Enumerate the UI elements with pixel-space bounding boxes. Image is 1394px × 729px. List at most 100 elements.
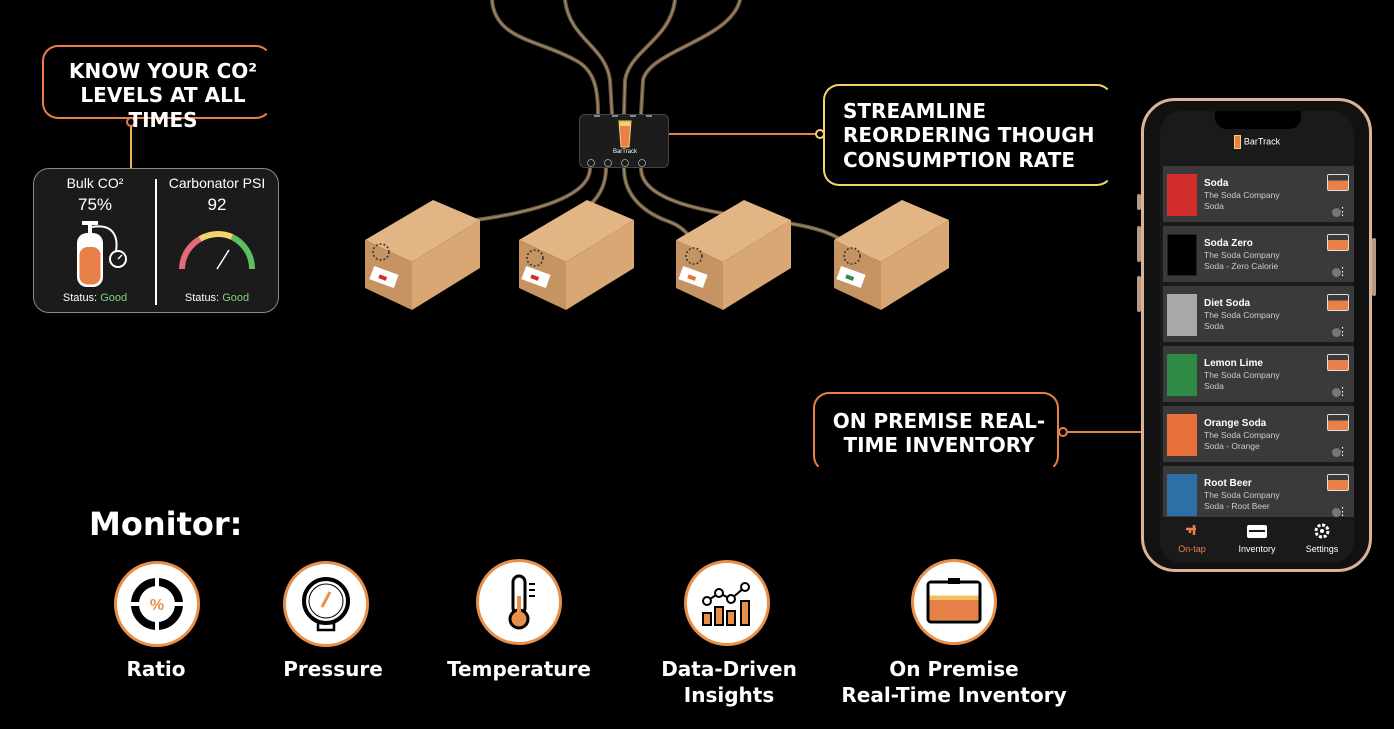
tab-settings[interactable]: Settings — [1290, 523, 1354, 554]
carbonator-psi-value: 92 — [207, 195, 227, 214]
carbonator-psi-panel: Carbonator PSI 92 Status: Good — [156, 175, 278, 304]
app-brand: BarTrack — [1243, 136, 1281, 147]
product-subtitle: Soda — [1204, 201, 1224, 211]
product-color-swatch — [1167, 414, 1197, 456]
product-name: Root Beer — [1204, 478, 1252, 489]
svg-text:%: % — [150, 597, 164, 614]
line-number-badge — [1332, 448, 1341, 457]
keg-level-icon — [1327, 234, 1349, 251]
tab-inventory[interactable]: Inventory — [1225, 523, 1289, 554]
phone-side-button — [1137, 194, 1141, 210]
callout-co2-line-2: LEVELS AT ALL TIMES — [80, 83, 246, 132]
product-name: Diet Soda — [1204, 298, 1251, 309]
line-number-badge — [1332, 508, 1341, 517]
bulk-co2-title: Bulk CO² — [66, 175, 124, 191]
line-number-badge — [1332, 388, 1341, 397]
bar-chart-icon — [684, 560, 770, 646]
bulk-co2-value: 75% — [77, 195, 113, 214]
tap-icon — [1186, 525, 1196, 535]
product-name: Soda — [1204, 178, 1229, 189]
bag-in-box-4 — [834, 200, 949, 310]
bag-in-box-3 — [676, 200, 791, 310]
thermometer-icon — [476, 559, 562, 645]
product-subtitle: Soda — [1204, 381, 1224, 391]
phone-notch — [1215, 111, 1301, 129]
hub-brand: BarTrack — [612, 149, 638, 155]
callout-reordering: STREAMLINE REORDERING THOUGH CONSUMPTION… — [823, 84, 1113, 186]
more-options-icon[interactable]: ⋮ — [1337, 446, 1348, 458]
callout-inventory-line-1: ON PREMISE REAL- — [832, 409, 1046, 433]
line-number-badge — [1332, 268, 1341, 277]
product-color-swatch — [1167, 174, 1197, 216]
callout-inventory-line-2: TIME INVENTORY — [843, 433, 1035, 458]
bulk-co2-panel: Bulk CO² 75% Status: Good — [34, 175, 156, 304]
inventory-card-icon — [911, 559, 997, 645]
product-name: Orange Soda — [1204, 418, 1267, 429]
co2-tank-icon — [77, 221, 127, 287]
card-divider — [155, 179, 157, 305]
phone-side-button — [1137, 226, 1141, 262]
psi-status-good: Good — [222, 292, 250, 304]
product-subtitle: Soda — [1204, 321, 1224, 331]
bag-in-box-2 — [519, 200, 634, 310]
product-color-swatch — [1167, 474, 1197, 516]
keg-level-icon — [1327, 474, 1349, 491]
callout-co2-line-1: KNOW YOUR CO² — [68, 59, 258, 83]
co2-status-card: Bulk CO² 75% Status: Good Carbonator PSI… — [33, 168, 279, 313]
tab-bar: On-tap Inventory Settings — [1160, 517, 1354, 563]
carbonator-psi-title: Carbonator PSI — [168, 175, 266, 191]
product-name: Lemon Lime — [1204, 358, 1263, 369]
phone-side-button — [1372, 238, 1376, 296]
monitor-label-pressure: Pressure — [283, 657, 383, 681]
product-subtitle: Soda - Zero Calorie — [1204, 261, 1279, 271]
more-options-icon[interactable]: ⋮ — [1337, 386, 1348, 398]
pint-glass-icon — [587, 115, 652, 167]
more-options-icon[interactable]: ⋮ — [1337, 326, 1348, 338]
bartrack-hub: BarTrack — [579, 114, 669, 168]
product-color-swatch — [1167, 234, 1197, 276]
keg-level-icon — [1327, 294, 1349, 311]
product-company: The Soda Company — [1204, 370, 1280, 380]
keg-level-icon — [1327, 174, 1349, 191]
product-company: The Soda Company — [1204, 250, 1280, 260]
bag-in-box-1 — [365, 200, 480, 310]
product-subtitle: Soda - Root Beer — [1204, 501, 1270, 511]
monitor-label-ratio: Ratio — [126, 657, 186, 681]
callout-inventory: ON PREMISE REAL- TIME INVENTORY — [813, 392, 1059, 472]
app-header: BarTrack — [1160, 135, 1354, 149]
tab-on-tap[interactable]: On-tap — [1160, 523, 1224, 554]
inventory-icon — [1247, 525, 1267, 538]
monitor-label-temperature: Temperature — [447, 657, 591, 681]
monitor-title: Monitor: — [89, 505, 243, 543]
product-name: Soda Zero — [1204, 238, 1253, 249]
callout-reorder-line-2: REORDERING THOUGH — [843, 123, 1095, 148]
keg-level-icon — [1327, 354, 1349, 371]
bulk-status-good: Good — [100, 292, 128, 304]
product-color-swatch — [1167, 294, 1197, 336]
more-options-icon[interactable]: ⋮ — [1337, 506, 1348, 518]
more-options-icon[interactable]: ⋮ — [1337, 266, 1348, 278]
product-company: The Soda Company — [1204, 490, 1280, 500]
phone-side-button — [1137, 276, 1141, 312]
product-company: The Soda Company — [1204, 430, 1280, 440]
monitor-label-inventory: On Premise Real-Time Inventory — [841, 657, 1067, 707]
callout-co2-levels: KNOW YOUR CO² LEVELS AT ALL TIMES — [42, 45, 272, 132]
product-color-swatch — [1167, 354, 1197, 396]
line-number-badge — [1332, 328, 1341, 337]
more-options-icon[interactable]: ⋮ — [1337, 206, 1348, 218]
callout-reorder-line-3: CONSUMPTION RATE — [843, 147, 1076, 172]
keg-level-icon — [1327, 414, 1349, 431]
psi-gauge-icon — [179, 231, 256, 270]
monitor-label-insights: Data-Driven Insights — [661, 657, 797, 707]
callout-reorder-line-1: STREAMLINE — [843, 99, 987, 123]
line-number-badge — [1332, 208, 1341, 217]
